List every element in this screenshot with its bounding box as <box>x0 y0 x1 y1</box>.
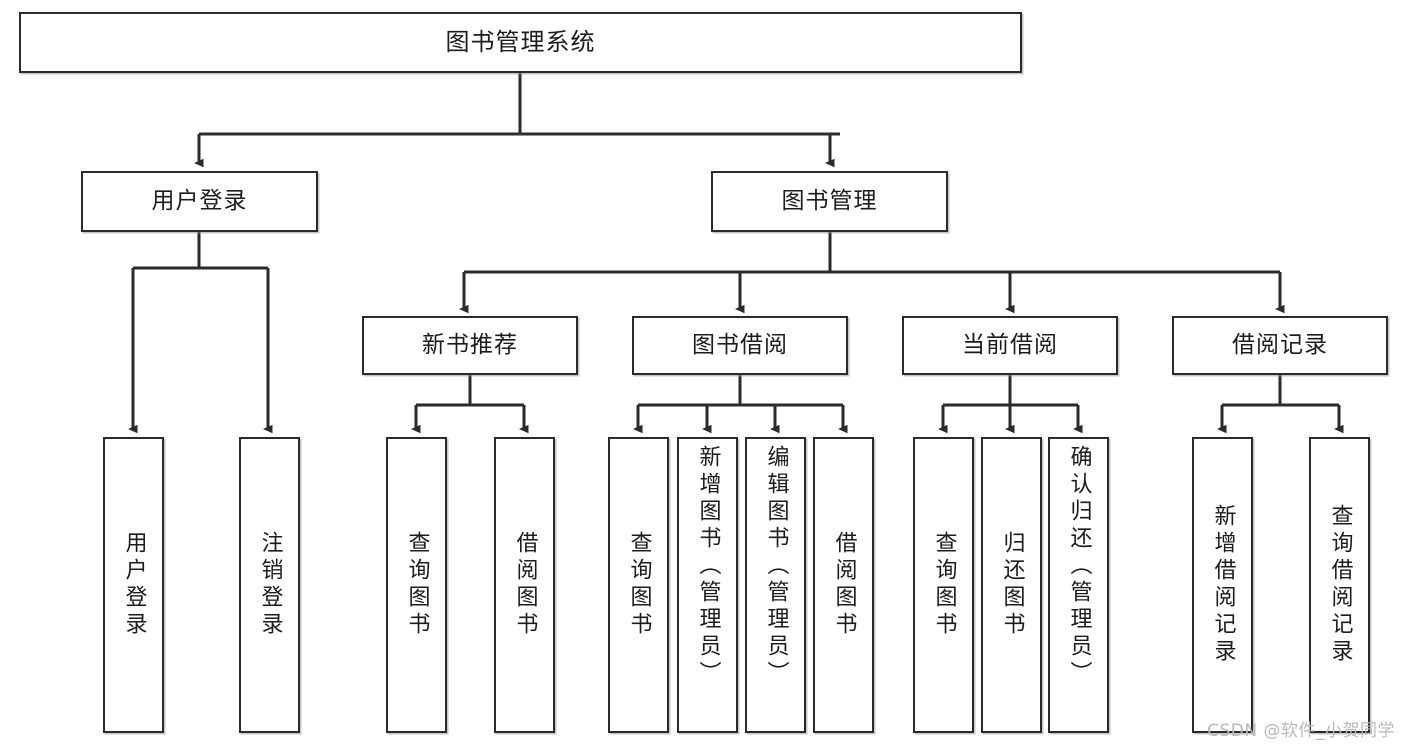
watermark-text: CSDN @软件_小贺同学 <box>1207 721 1395 741</box>
leaf-records-query-record[interactable]: 查询借阅记录 <box>1309 437 1370 733</box>
node-label: 用户登录 <box>151 187 248 214</box>
leaf-borrow-edit-book-admin[interactable]: 编辑图书（管理员） <box>745 437 806 733</box>
node-label: 查询图书 <box>404 531 430 639</box>
node-label: 注销登录 <box>257 531 283 639</box>
node-label: 借阅图书 <box>831 531 857 639</box>
node-label: 图书管理系统 <box>445 28 596 57</box>
node-root-system[interactable]: 图书管理系统 <box>19 12 1022 73</box>
leaf-user-login-login[interactable]: 用户登录 <box>103 437 164 733</box>
leaf-borrow-query-book[interactable]: 查询图书 <box>608 437 669 733</box>
node-book-management[interactable]: 图书管理 <box>711 171 948 232</box>
leaf-current-return-book[interactable]: 归还图书 <box>981 437 1042 733</box>
leaf-current-query-book[interactable]: 查询图书 <box>913 437 974 733</box>
leaf-recommend-query-book[interactable]: 查询图书 <box>386 437 447 733</box>
node-label: 借阅记录 <box>1232 331 1328 358</box>
node-label: 新增借阅记录 <box>1210 504 1236 666</box>
node-label: 新增图书（管理员） <box>695 445 721 688</box>
node-label: 查询借阅记录 <box>1327 504 1353 666</box>
node-label: 图书借阅 <box>692 331 788 358</box>
node-label: 编辑图书（管理员） <box>763 445 789 688</box>
leaf-records-add-record[interactable]: 新增借阅记录 <box>1192 437 1253 733</box>
leaf-borrow-borrow-book[interactable]: 借阅图书 <box>813 437 874 733</box>
node-label: 归还图书 <box>999 531 1025 639</box>
node-label: 新书推荐 <box>422 331 518 358</box>
node-borrow-records[interactable]: 借阅记录 <box>1172 316 1388 375</box>
node-label: 图书管理 <box>781 187 878 214</box>
node-book-borrow[interactable]: 图书借阅 <box>632 316 848 375</box>
leaf-borrow-add-book-admin[interactable]: 新增图书（管理员） <box>677 437 738 733</box>
node-label: 借阅图书 <box>512 531 538 639</box>
leaf-user-login-logout[interactable]: 注销登录 <box>239 437 300 733</box>
leaf-current-confirm-return-admin[interactable]: 确认归还（管理员） <box>1048 437 1109 733</box>
node-user-login[interactable]: 用户登录 <box>81 171 318 232</box>
node-label: 用户登录 <box>121 531 147 639</box>
node-label: 当前借阅 <box>962 331 1058 358</box>
node-label: 确认归还（管理员） <box>1066 445 1092 688</box>
node-current-borrow[interactable]: 当前借阅 <box>902 316 1118 375</box>
node-label: 查询图书 <box>626 531 652 639</box>
node-new-book-recommend[interactable]: 新书推荐 <box>362 316 578 375</box>
node-label: 查询图书 <box>931 531 957 639</box>
leaf-recommend-borrow-book[interactable]: 借阅图书 <box>494 437 555 733</box>
